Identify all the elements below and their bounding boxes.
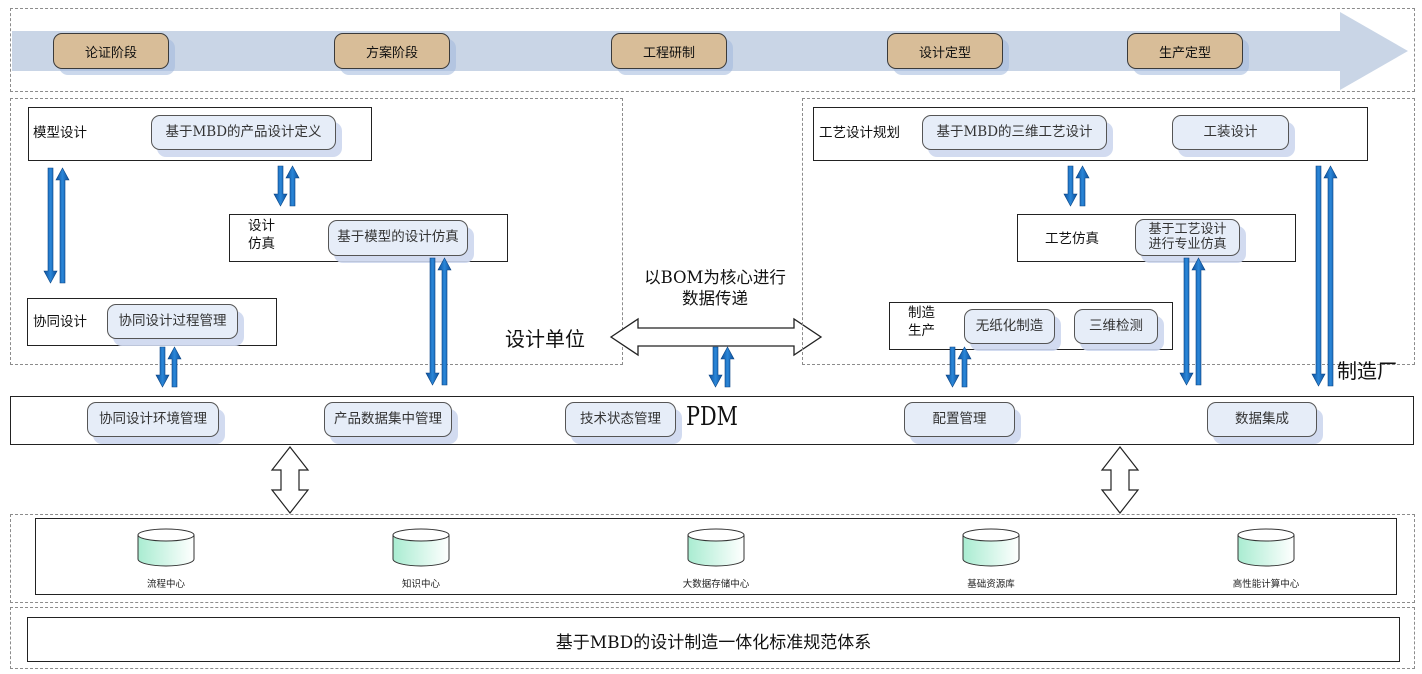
pdm-module-product-data: 产品数据集中管理 <box>324 402 452 437</box>
data-center-label: 大数据存储中心 <box>682 579 750 590</box>
arrow-up-icon <box>957 346 972 388</box>
arrow-up-icon <box>1323 165 1338 387</box>
process-simulation-label: 工艺仿真 <box>1045 231 1099 247</box>
arrow-process-sim-to-pdm <box>1179 257 1206 386</box>
collaborative-process-management: 协同设计过程管理 <box>107 304 238 339</box>
design-simulation-label: 设计 仿真 <box>248 218 275 253</box>
database-icon <box>392 528 450 567</box>
pdm-box <box>10 396 1414 445</box>
arrow-planning-to-process-sim <box>1063 165 1090 207</box>
manufacturing-label: 制造 生产 <box>908 305 935 340</box>
phase-design-finalization: 设计定型 <box>887 33 1003 69</box>
arrow-down-icon <box>1311 165 1326 387</box>
arrow-down-icon <box>425 257 440 386</box>
timeline-arrowhead <box>1340 12 1408 90</box>
pdm-datacenter-arrow-left <box>270 446 310 514</box>
arrow-down-icon <box>1063 165 1078 207</box>
collaborative-design-label: 协同设计 <box>33 314 87 330</box>
pdm-datacenter-arrow-right <box>1100 446 1140 514</box>
pdm-module-tech-status: 技术状态管理 <box>565 402 676 437</box>
design-unit-frame <box>10 98 623 365</box>
mbd-3d-process-design: 基于MBD的三维工艺设计 <box>922 115 1107 150</box>
database-icon <box>687 528 745 567</box>
data-center-label: 知识中心 <box>401 579 440 590</box>
arrow-down-icon <box>945 346 960 388</box>
manufacturing-label-line1: 制造 <box>908 305 935 321</box>
arrow-bom-to-pdm <box>708 346 735 388</box>
model-based-simulation: 基于模型的设计仿真 <box>328 220 468 256</box>
factory-title: 制造厂 <box>1337 359 1397 383</box>
arrow-up-icon <box>437 257 452 386</box>
pdm-module-collab-env: 协同设计环境管理 <box>87 402 219 437</box>
mbd-product-definition: 基于MBD的产品设计定义 <box>151 115 336 150</box>
arrow-down-icon <box>708 346 723 388</box>
phase-production-finalization: 生产定型 <box>1127 33 1243 69</box>
datacenter-frame <box>10 514 1415 603</box>
process-simulation-item-line1: 基于工艺设计 <box>1148 221 1227 237</box>
arrow-down-icon <box>43 167 58 284</box>
3d-inspection: 三维检测 <box>1074 309 1158 344</box>
arrow-model-to-collab <box>43 167 70 284</box>
professional-process-simulation: 基于工艺设计 进行专业仿真 <box>1135 219 1240 256</box>
data-center-label: 高性能计算中心 <box>1232 579 1300 590</box>
arrow-manufacturing-to-pdm <box>945 346 972 388</box>
arrow-simulation-to-pdm <box>425 257 452 386</box>
bom-caption: 以BOM为核心进行 数据传递 <box>640 268 790 309</box>
design-unit-title: 设计单位 <box>505 327 585 351</box>
arrow-model-to-simulation <box>273 165 300 207</box>
database-icon <box>137 528 195 567</box>
timeline-frame <box>10 8 1415 92</box>
arrow-down-icon <box>155 346 170 388</box>
phase-engineering: 工程研制 <box>611 33 727 69</box>
bom-caption-line1: 以BOM为核心进行 <box>644 268 786 287</box>
arrow-up-icon <box>1075 165 1090 207</box>
phase-demonstration: 论证阶段 <box>53 33 169 69</box>
arrow-up-icon <box>1191 257 1206 386</box>
phase-scheme: 方案阶段 <box>334 33 450 69</box>
arrow-planning-to-pdm <box>1311 165 1338 387</box>
model-design-label: 模型设计 <box>33 125 87 141</box>
arrow-up-icon <box>55 167 70 284</box>
bom-double-arrow <box>609 317 823 357</box>
data-center-label: 流程中心 <box>146 579 185 590</box>
manufacturing-label-line2: 生产 <box>908 322 935 339</box>
bom-caption-line2: 数据传递 <box>682 288 748 308</box>
arrow-up-icon <box>720 346 735 388</box>
factory-frame <box>802 98 1415 365</box>
database-icon <box>962 528 1020 567</box>
arrow-down-icon <box>1179 257 1194 386</box>
tooling-design: 工装设计 <box>1172 115 1289 150</box>
standards-box <box>27 617 1400 662</box>
pdm-title: PDM <box>686 402 738 432</box>
arrow-down-icon <box>273 165 288 207</box>
data-center-label: 基础资源库 <box>967 579 1015 590</box>
design-simulation-label-line1: 设计 <box>248 218 275 234</box>
process-planning-label: 工艺设计规划 <box>819 125 900 141</box>
process-simulation-item-line2: 进行专业仿真 <box>1148 236 1227 252</box>
design-simulation-label-line2: 仿真 <box>248 235 275 252</box>
standards-title: 基于MBD的设计制造一体化标准规范体系 <box>555 633 872 653</box>
pdm-module-data-integration: 数据集成 <box>1207 402 1317 437</box>
paperless-manufacturing: 无纸化制造 <box>964 309 1055 344</box>
arrow-up-icon <box>285 165 300 207</box>
pdm-module-config: 配置管理 <box>904 402 1015 437</box>
arrow-collab-to-pdm <box>155 346 182 388</box>
arrow-up-icon <box>167 346 182 388</box>
database-icon <box>1237 528 1295 567</box>
standards-frame <box>10 607 1415 669</box>
